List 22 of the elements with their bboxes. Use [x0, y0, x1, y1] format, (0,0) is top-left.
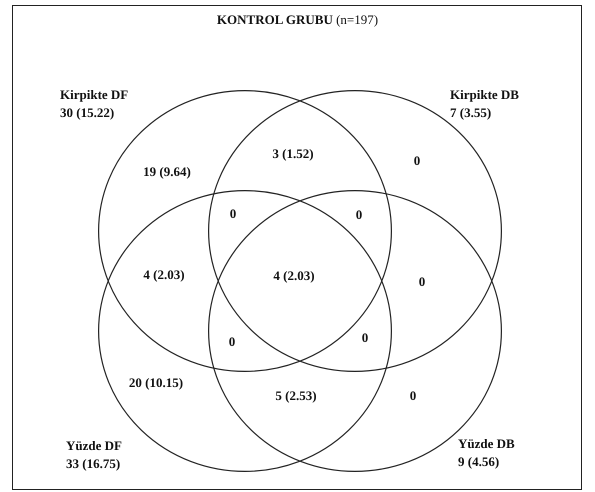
region-count: 4 (2.03) [143, 267, 185, 282]
set-count: 7 (3.55) [450, 105, 492, 120]
region-count: 0 [414, 153, 420, 168]
region-count: 0 [410, 388, 416, 403]
set-count: 30 (15.22) [60, 105, 114, 120]
region-count: 5 (2.53) [275, 388, 317, 403]
set-name: Yüzde DB [458, 436, 515, 451]
set-name: Kirpikte DB [450, 87, 519, 102]
region-count: 19 (9.64) [143, 164, 191, 179]
region-count: 3 (1.52) [272, 146, 314, 161]
diagram-title: KONTROL GRUBU (n=197) [216, 12, 378, 28]
set-name: Kirpikte DF [60, 87, 128, 102]
set-count: 9 (4.56) [458, 454, 500, 469]
region-count: 20 (10.15) [128, 375, 184, 390]
region-count: 0 [362, 330, 368, 345]
set-count: 33 (16.75) [66, 456, 120, 471]
region-count: 0 [230, 206, 236, 221]
region-count: 4 (2.03) [273, 268, 315, 283]
region-count: 0 [356, 207, 362, 222]
region-count: 0 [418, 274, 426, 289]
set-name: Yüzde DF [66, 438, 122, 453]
region-count: 0 [228, 334, 236, 349]
